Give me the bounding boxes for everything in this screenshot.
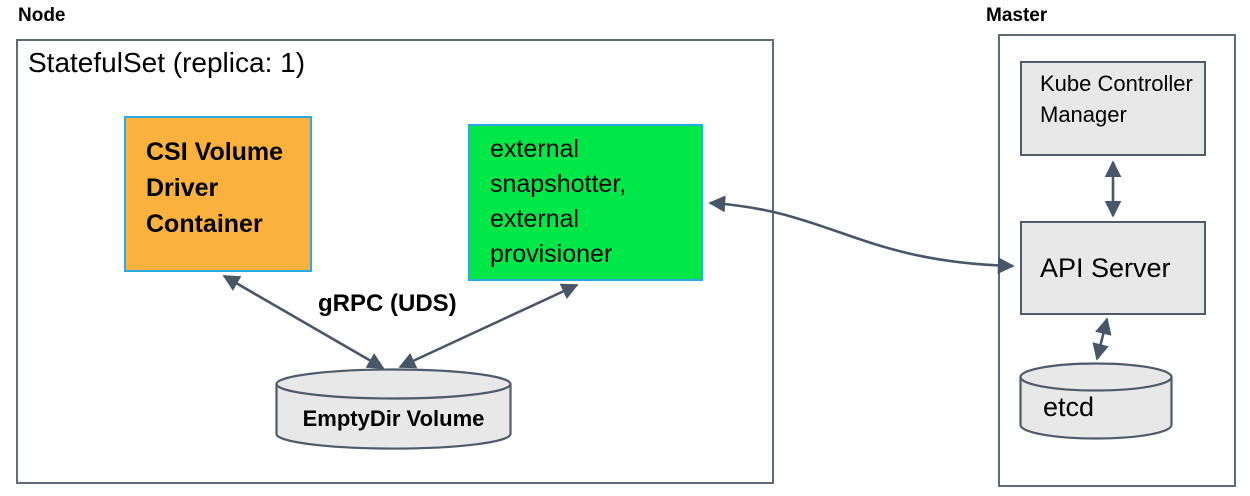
grpc-uds-label: gRPC (UDS) [318,290,457,317]
api-server-box: API Server [1020,221,1206,315]
master-section-title: Master [986,5,1048,26]
node-section-title: Node [18,5,66,26]
csi-volume-driver-container-box: CSI Volume Driver Container [124,116,312,272]
external-snapshotter-provisioner-box: external snapshotter, external provision… [468,124,703,281]
statefulset-label: StatefulSet (replica: 1) [28,47,306,78]
kube-controller-manager-box: Kube Controller Manager [1020,61,1206,156]
